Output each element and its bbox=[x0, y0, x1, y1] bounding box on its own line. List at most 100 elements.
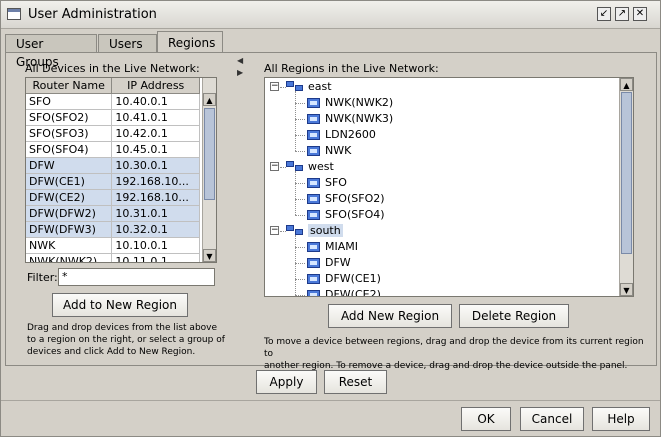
device-node[interactable]: DFW bbox=[307, 255, 351, 271]
router-icon bbox=[307, 210, 320, 220]
tab-regions[interactable]: Regions bbox=[157, 31, 223, 53]
router-name-cell: SFO(SFO3) bbox=[26, 125, 113, 142]
ip-address-cell: 10.31.0.1 bbox=[111, 205, 200, 222]
device-node[interactable]: DFW(CE2) bbox=[307, 287, 381, 296]
scroll-up-arrow-icon[interactable]: ▲ bbox=[203, 93, 216, 106]
collapse-icon[interactable]: − bbox=[270, 225, 279, 235]
table-row[interactable]: DFW(DFW2)10.31.0.1 bbox=[26, 205, 200, 222]
ip-address-cell: 192.168.10... bbox=[111, 173, 200, 190]
tree-connector bbox=[295, 199, 305, 200]
router-name-cell: SFO(SFO2) bbox=[26, 109, 113, 126]
ip-address-cell: 10.11.0.1 bbox=[111, 253, 200, 262]
table-row[interactable]: SFO(SFO3)10.42.0.1 bbox=[26, 125, 200, 142]
regions-heading: All Regions in the Live Network: bbox=[264, 62, 439, 75]
device-node[interactable]: SFO(SFO2) bbox=[307, 191, 385, 207]
tree-connector bbox=[295, 103, 305, 104]
delete-region-button[interactable]: Delete Region bbox=[459, 304, 569, 328]
devices-heading: All Devices in the Live Network: bbox=[25, 62, 200, 75]
title-bar[interactable]: User Administration ↙ ↗ ✕ bbox=[1, 1, 660, 29]
region-group-icon bbox=[286, 81, 304, 93]
table-row[interactable]: SFO(SFO2)10.41.0.1 bbox=[26, 109, 200, 126]
divider-left-arrow-icon[interactable]: ◀ bbox=[237, 56, 244, 65]
tree-connector bbox=[295, 295, 305, 296]
scroll-down-arrow-icon[interactable]: ▼ bbox=[620, 283, 633, 296]
device-node[interactable]: SFO bbox=[307, 175, 347, 191]
collapse-icon[interactable]: − bbox=[270, 81, 279, 91]
regions-panel bbox=[5, 52, 657, 366]
scroll-up-arrow-icon[interactable]: ▲ bbox=[620, 78, 633, 91]
tree-connector bbox=[280, 87, 286, 88]
device-label: SFO(SFO4) bbox=[325, 208, 385, 221]
region-label: east bbox=[308, 80, 332, 93]
scroll-thumb[interactable] bbox=[204, 108, 215, 200]
table-row[interactable]: DFW(CE2)192.168.10... bbox=[26, 189, 200, 206]
device-label: NWK(NWK3) bbox=[325, 112, 394, 125]
column-router-name[interactable]: Router Name bbox=[26, 78, 113, 94]
regions-help-text: To move a device between regions, drag a… bbox=[264, 337, 644, 371]
device-node[interactable]: NWK(NWK2) bbox=[307, 95, 393, 111]
device-node[interactable]: NWK(NWK3) bbox=[307, 111, 393, 127]
router-name-cell: DFW(CE1) bbox=[26, 173, 113, 190]
tree-connector bbox=[295, 263, 305, 264]
divider-right-arrow-icon[interactable]: ▶ bbox=[237, 68, 244, 77]
close-icon[interactable]: ✕ bbox=[633, 7, 647, 21]
tab-users[interactable]: Users bbox=[98, 34, 157, 53]
device-node[interactable]: DFW(CE1) bbox=[307, 271, 381, 287]
filter-input[interactable]: * bbox=[58, 268, 215, 286]
ip-address-cell: 10.40.0.1 bbox=[111, 93, 200, 110]
router-icon bbox=[307, 194, 320, 204]
region-node[interactable]: south bbox=[286, 223, 343, 239]
help-button[interactable]: Help bbox=[592, 407, 650, 431]
ok-button[interactable]: OK bbox=[461, 407, 511, 431]
reset-button[interactable]: Reset bbox=[324, 370, 387, 394]
tree-connector bbox=[295, 171, 296, 215]
scroll-down-arrow-icon[interactable]: ▼ bbox=[203, 249, 216, 262]
table-row[interactable]: DFW(CE1)192.168.10... bbox=[26, 173, 200, 190]
apply-button[interactable]: Apply bbox=[256, 370, 317, 394]
device-label: DFW bbox=[325, 256, 351, 269]
ip-address-cell: 10.32.0.1 bbox=[111, 221, 200, 238]
router-icon bbox=[307, 98, 320, 108]
router-icon bbox=[307, 242, 320, 252]
router-name-cell: DFW(DFW2) bbox=[26, 205, 113, 222]
device-label: LDN2600 bbox=[325, 128, 376, 141]
tree-connector bbox=[295, 279, 305, 280]
regions-scrollbar[interactable]: ▲ ▼ bbox=[619, 78, 633, 296]
expand-icon[interactable]: ↗ bbox=[615, 7, 629, 21]
router-name-cell: SFO bbox=[26, 93, 113, 110]
devices-scrollbar[interactable]: ▲ ▼ bbox=[202, 78, 216, 262]
device-label: DFW(CE1) bbox=[325, 272, 381, 285]
table-row[interactable]: DFW(DFW3)10.32.0.1 bbox=[26, 221, 200, 238]
region-node[interactable]: west bbox=[286, 159, 334, 175]
region-label: south bbox=[308, 224, 343, 237]
ip-address-cell: 10.42.0.1 bbox=[111, 125, 200, 142]
minimize-icon[interactable]: ↙ bbox=[597, 7, 611, 21]
device-node[interactable]: NWK bbox=[307, 143, 351, 159]
region-node[interactable]: east bbox=[286, 79, 332, 95]
column-ip-address[interactable]: IP Address bbox=[111, 78, 200, 94]
tree-connector bbox=[280, 167, 286, 168]
device-label: NWK(NWK2) bbox=[325, 96, 394, 109]
router-name-cell: NWK(NWK2) bbox=[26, 253, 113, 262]
cancel-button[interactable]: Cancel bbox=[520, 407, 584, 431]
region-group-icon bbox=[286, 225, 304, 237]
router-icon bbox=[307, 274, 320, 284]
device-node[interactable]: LDN2600 bbox=[307, 127, 376, 143]
scroll-thumb[interactable] bbox=[621, 92, 632, 254]
device-node[interactable]: MIAMI bbox=[307, 239, 358, 255]
add-new-region-button[interactable]: Add New Region bbox=[328, 304, 452, 328]
add-to-new-region-button[interactable]: Add to New Region bbox=[52, 293, 188, 317]
devices-help-text: Drag and drop devices from the list abov… bbox=[27, 323, 225, 357]
tab-user-groups[interactable]: User Groups bbox=[5, 34, 97, 69]
table-row[interactable]: NWK(NWK2)10.11.0.1 bbox=[26, 253, 200, 262]
router-name-cell: DFW(DFW3) bbox=[26, 221, 113, 238]
table-row[interactable]: SFO(SFO4)10.45.0.1 bbox=[26, 141, 200, 158]
collapse-icon[interactable]: − bbox=[270, 161, 279, 171]
device-node[interactable]: SFO(SFO4) bbox=[307, 207, 385, 223]
router-icon bbox=[307, 290, 320, 296]
